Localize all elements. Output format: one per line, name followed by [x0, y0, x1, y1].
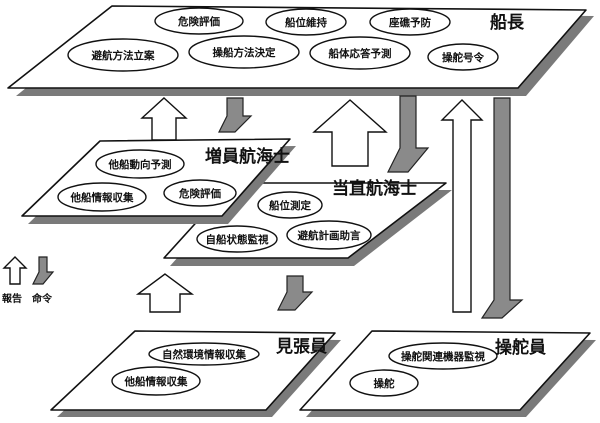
- captain-role-label: 船長: [490, 12, 525, 33]
- report-arrow: [312, 99, 388, 167]
- report-arrow: [135, 273, 195, 313]
- watch-officer-task-oval: [196, 225, 278, 253]
- legend-command-arrow: [32, 256, 55, 285]
- captain-task-oval: [154, 7, 244, 35]
- watch-officer-task-label: 避航計画助言: [297, 229, 361, 242]
- captain-task-label: 船体応答予測: [329, 47, 392, 60]
- legend-report-label: 報告: [2, 292, 22, 305]
- captain-task-label: 避航方法立案: [91, 49, 155, 62]
- lookout-role-label: 見張員: [275, 337, 327, 357]
- captain-task-label: 操舵号令: [442, 51, 484, 64]
- extra-officer-task-oval: [163, 179, 237, 207]
- extra-officer-task-label: 他船動向予測: [108, 158, 172, 171]
- watch-officer-task-label: 船位測定: [269, 199, 311, 212]
- command-arrow: [277, 275, 314, 311]
- extra-officer-task-oval: [57, 182, 147, 212]
- helmsman-task-oval: [349, 369, 419, 397]
- captain-task-oval: [265, 8, 347, 36]
- captain-task-oval: [188, 35, 300, 69]
- command-arrow: [218, 97, 253, 133]
- helmsman-task-label: 操舵: [374, 377, 395, 390]
- captain-task-oval: [67, 38, 179, 72]
- helmsman-task-oval: [388, 342, 498, 370]
- watch-officer-task-oval: [286, 220, 372, 250]
- helmsman-task-label: 操舵関連機器監視: [401, 350, 485, 363]
- watch-officer-task-label: 自船状態監視: [206, 233, 269, 246]
- extra-officer-layer: 増員航海士 他船動向予測 他船情報収集 危険評価: [21, 138, 296, 224]
- captain-task-oval: [309, 36, 411, 70]
- watch-officer-role-label: 当直航海士: [332, 178, 417, 199]
- extra-officer-task-oval: [95, 149, 185, 179]
- captain-task-oval: [427, 43, 499, 71]
- helmsman-layer: 操舵員 操舵関連機器監視 操舵: [299, 330, 596, 417]
- captain-task-label: 座礁予防: [388, 16, 431, 29]
- command-arrow: [480, 97, 524, 319]
- captain-task-label: 船位維持: [285, 16, 327, 29]
- captain-layer: 船長 危険評価 船位維持 座礁予防 避航方法立案 操船方法決定 船体応答予測 操…: [7, 5, 594, 96]
- extra-officer-role-label: 増員航海士: [205, 146, 290, 167]
- watch-officer-task-oval: [257, 191, 323, 219]
- legend-command-label: 命令: [31, 292, 53, 305]
- helmsman-role-label: 操舵員: [495, 337, 546, 358]
- captain-task-label: 危険評価: [177, 15, 220, 28]
- extra-officer-task-label: 他船情報収集: [70, 191, 134, 204]
- legend: 報告 命令: [2, 256, 55, 305]
- lookout-task-label: 他船情報収集: [124, 375, 188, 388]
- command-arrow: [387, 95, 430, 173]
- report-arrow: [140, 97, 188, 141]
- lookout-task-label: 自然環境情報収集: [162, 348, 246, 361]
- captain-task-oval: [369, 8, 451, 36]
- captain-task-label: 操船方法決定: [213, 46, 276, 59]
- extra-officer-task-label: 危険評価: [178, 187, 221, 200]
- lookout-task-oval: [111, 366, 201, 396]
- report-arrow: [440, 99, 484, 313]
- lookout-task-oval: [148, 342, 260, 366]
- lookout-layer: 見張員 自然環境情報収集 他船情報収集: [50, 330, 341, 417]
- legend-report-arrow: [2, 256, 28, 285]
